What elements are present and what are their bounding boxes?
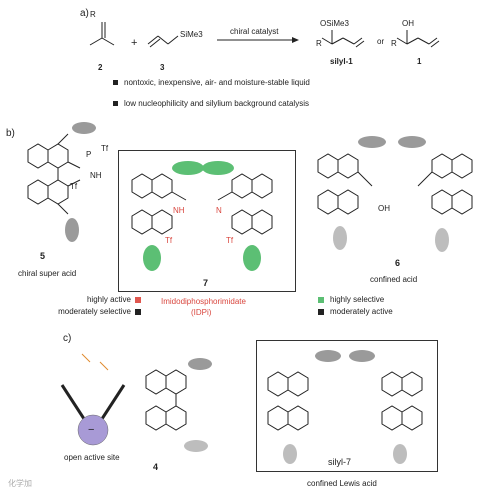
silyl-7-structure bbox=[267, 371, 423, 431]
alcohol-1-number: 1 bbox=[417, 57, 422, 66]
legend-swatch-red bbox=[135, 296, 141, 303]
bullet-item-1: nontoxic, inexpensive, air- and moisture… bbox=[113, 79, 310, 87]
silyl-r1-label: R bbox=[316, 39, 322, 48]
cat7-name: Imidodiphosphorimidate bbox=[161, 297, 246, 306]
substituent-blob-6b bbox=[398, 136, 426, 148]
cat5-number: 5 bbox=[40, 251, 46, 261]
section-c-label: c) bbox=[63, 333, 72, 344]
cat7-number: 7 bbox=[203, 278, 209, 288]
substituent-blob-s7b bbox=[349, 350, 375, 362]
catalyst-7-structure bbox=[131, 173, 273, 235]
cat5-p-label: P bbox=[86, 150, 92, 159]
bullet-item-2: low nucleophilicity and silylium backgro… bbox=[113, 100, 309, 108]
substituent-blob-s7c bbox=[283, 444, 297, 464]
legend-right-item-2: moderately active bbox=[318, 308, 393, 316]
cat5-name: chiral super acid bbox=[18, 269, 77, 278]
watermark-text: 化学加 bbox=[8, 479, 32, 488]
otms-label: OSiMe3 bbox=[320, 19, 349, 28]
open-site-label: open active site bbox=[64, 453, 120, 462]
open-active-site-drawing bbox=[60, 353, 126, 446]
section-b-label: b) bbox=[6, 128, 15, 139]
cat4-number: 4 bbox=[153, 462, 159, 472]
aldehyde-structure bbox=[89, 22, 115, 46]
cat7-abbr: (IDPi) bbox=[191, 308, 212, 317]
substituent-blob-4a bbox=[188, 358, 212, 370]
legend-left-item-1: highly active bbox=[41, 296, 141, 304]
substituent-blob-6a bbox=[358, 136, 386, 148]
substituent-blob-s7a bbox=[315, 350, 341, 362]
substituent-blob-6c bbox=[333, 226, 347, 250]
cat6-number: 6 bbox=[395, 258, 401, 268]
cat6-oh-label: OH bbox=[378, 204, 390, 213]
catalyst-4-structure bbox=[145, 369, 187, 431]
legend-swatch-black bbox=[135, 308, 141, 315]
cat5-nh-label: NH bbox=[90, 171, 102, 180]
legend-left-item-2: moderately selective bbox=[9, 308, 141, 316]
alcohol-r1-label: R bbox=[391, 39, 397, 48]
substituent-blob-7a bbox=[172, 161, 204, 175]
substituent-blob-s7d bbox=[393, 444, 407, 464]
substituent-blob-7d bbox=[243, 245, 261, 271]
substituent-blob-6d bbox=[435, 228, 449, 252]
reagent-label: chiral catalyst bbox=[230, 27, 279, 36]
silyl-7-box bbox=[256, 340, 438, 472]
silyl-7-number: silyl-7 bbox=[328, 457, 352, 467]
oh-label: OH bbox=[402, 19, 414, 28]
cat7-nh2-label: N bbox=[216, 206, 222, 215]
catalyst-6-structure bbox=[317, 153, 473, 215]
substituent-blob-4b bbox=[184, 440, 208, 452]
silyl-7-name: confined Lewis acid bbox=[307, 479, 377, 488]
cat7-tf2-label: Tf bbox=[226, 236, 234, 245]
legend-swatch-green bbox=[318, 296, 324, 303]
allylsilane-structure bbox=[147, 35, 179, 48]
compound-3-number: 3 bbox=[160, 63, 165, 72]
catalyst-5-structure bbox=[27, 133, 81, 215]
cat7-tf1-label: Tf bbox=[165, 236, 173, 245]
minus-sign: − bbox=[88, 424, 95, 436]
section-a-label: a) bbox=[80, 8, 89, 19]
compound-2-number: 2 bbox=[98, 63, 103, 72]
svg-text:+: + bbox=[131, 37, 137, 49]
silyl-1-number: silyl-1 bbox=[330, 57, 353, 66]
silyl-1-structure bbox=[321, 30, 365, 48]
aldehyde-r1-label: R bbox=[90, 10, 96, 19]
alcohol-1-structure bbox=[396, 30, 440, 48]
sime3-label: SiMe3 bbox=[180, 30, 203, 39]
cat7-nh1-label: NH bbox=[173, 206, 185, 215]
substituent-blob-5b bbox=[65, 218, 79, 242]
catalyst-7-box bbox=[118, 150, 296, 292]
cat5-tf1-label: Tf bbox=[101, 144, 109, 153]
or-text: or bbox=[377, 37, 385, 46]
cat5-tf2-label: Tf bbox=[70, 182, 78, 191]
substituent-blob-5a bbox=[72, 122, 96, 134]
substituent-blob-7b bbox=[202, 161, 234, 175]
legend-right-item-1: highly selective bbox=[318, 296, 384, 304]
legend-swatch-black-2 bbox=[318, 308, 324, 315]
substituent-blob-7c bbox=[143, 245, 161, 271]
cat6-name: confined acid bbox=[370, 275, 418, 284]
